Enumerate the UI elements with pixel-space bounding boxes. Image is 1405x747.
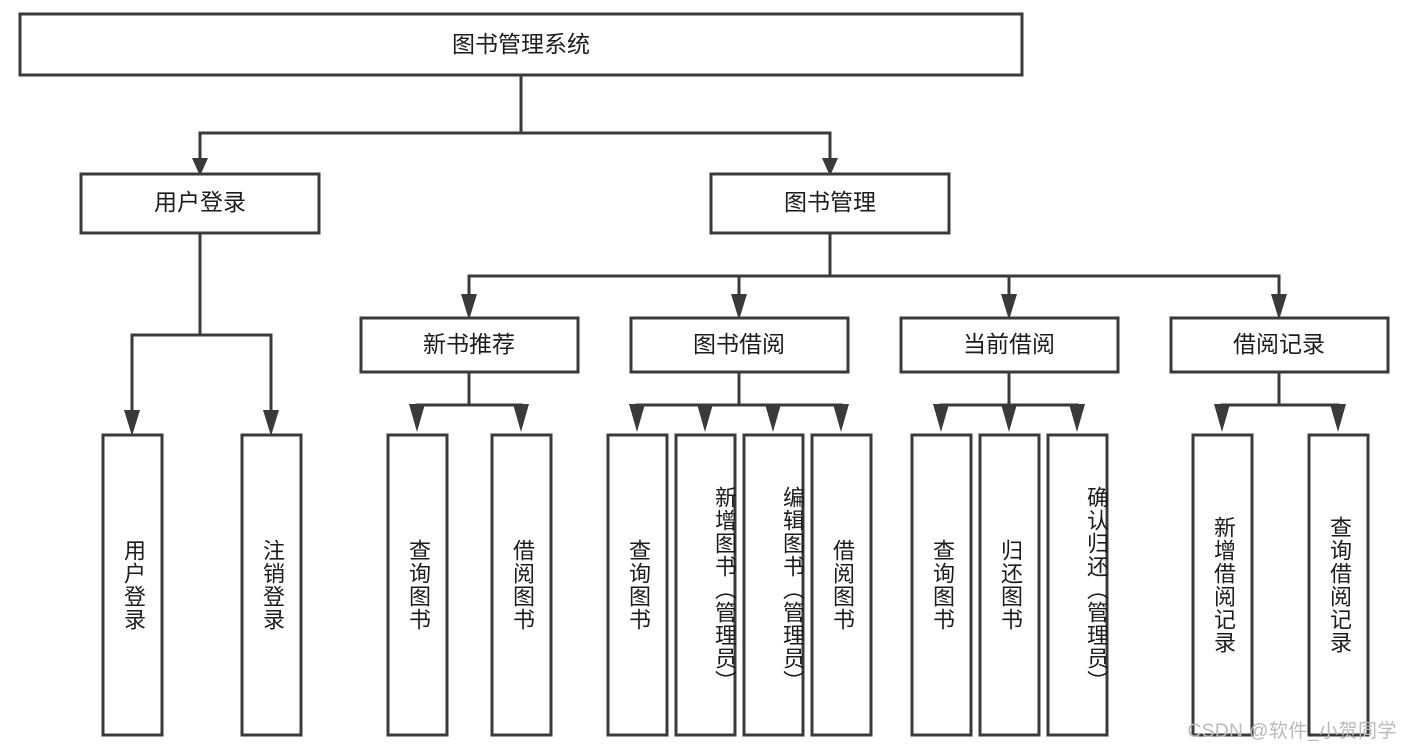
node-current-borrow-label: 当前借阅 bbox=[963, 331, 1055, 357]
leaf-label-book-borrow-4: 借阅图书 bbox=[829, 539, 855, 631]
arrow-to-current-borrow bbox=[1001, 294, 1017, 320]
leaf-label-book-borrow-2: 新增图书（管理员） bbox=[712, 485, 737, 693]
node-book-borrow[interactable]: 图书借阅 bbox=[629, 316, 850, 374]
leaf-label-user-login-1: 用户登录 bbox=[120, 539, 146, 631]
leaf-label-current-borrow-2: 归还图书 bbox=[997, 539, 1023, 631]
arrow-user-login-leaf-2 bbox=[263, 410, 279, 436]
arrow-book-borrow-leaf-1 bbox=[629, 404, 645, 432]
arrow-to-borrow-record bbox=[1271, 294, 1287, 320]
arrow-current-borrow-leaf-2 bbox=[1001, 404, 1017, 432]
leaf-box-current-borrow-3[interactable] bbox=[1046, 433, 1109, 737]
node-book-borrow-label: 图书借阅 bbox=[693, 331, 785, 357]
arrow-to-book-borrow bbox=[731, 294, 747, 320]
leaf-box-borrow-record-1[interactable] bbox=[1191, 433, 1254, 737]
node-user-login[interactable]: 用户登录 bbox=[79, 172, 321, 235]
arrow-current-borrow-leaf-1 bbox=[933, 404, 949, 432]
leaf-label-user-login-2: 注销登录 bbox=[259, 539, 285, 631]
leaf-box-book-borrow-1[interactable] bbox=[606, 433, 669, 737]
leaf-box-user-login-2[interactable] bbox=[240, 433, 303, 737]
leaf-label-borrow-record-1: 新增借阅记录 bbox=[1210, 516, 1236, 654]
node-new-book-recommend-label: 新书推荐 bbox=[423, 331, 515, 357]
leaf-label-book-borrow-1: 查询图书 bbox=[625, 539, 651, 631]
arrow-borrow-record-leaf-1 bbox=[1214, 404, 1230, 432]
leaf-box-book-borrow-3[interactable] bbox=[742, 433, 805, 737]
arrow-root-to-book-mgmt bbox=[822, 158, 838, 176]
arrow-book-borrow-leaf-3 bbox=[765, 404, 781, 432]
arrow-user-login-leaf-1 bbox=[124, 410, 140, 436]
leaf-box-new-book-1[interactable] bbox=[386, 433, 449, 737]
arrow-new-book-leaf-2 bbox=[513, 404, 529, 432]
node-borrow-record-box[interactable] bbox=[1169, 316, 1390, 374]
node-root[interactable]: 图书管理系统 bbox=[18, 12, 1024, 77]
arrow-book-borrow-leaf-4 bbox=[833, 404, 849, 432]
leaf-label-new-book-1: 查询图书 bbox=[405, 539, 431, 631]
csdn-watermark: CSDN @软件_小贺同学 bbox=[1187, 721, 1397, 742]
leaf-box-book-borrow-4[interactable] bbox=[810, 433, 873, 737]
leaf-label-book-borrow-3: 编辑图书（管理员） bbox=[780, 485, 805, 693]
connector-layer bbox=[124, 73, 1346, 436]
arrow-borrow-record-leaf-2 bbox=[1330, 404, 1346, 432]
node-new-book-recommend[interactable]: 新书推荐 bbox=[359, 316, 580, 374]
node-book-management[interactable]: 图书管理 bbox=[709, 172, 951, 235]
node-book-borrow-box[interactable] bbox=[629, 316, 850, 374]
node-user-login-box[interactable] bbox=[79, 172, 321, 235]
leaf-box-user-login-1[interactable] bbox=[101, 433, 164, 737]
node-borrow-record[interactable]: 借阅记录 bbox=[1169, 316, 1390, 374]
node-borrow-record-label: 借阅记录 bbox=[1233, 331, 1325, 357]
node-root-label: 图书管理系统 bbox=[452, 31, 590, 57]
leaf-box-new-book-2[interactable] bbox=[490, 433, 553, 737]
leaf-label-new-book-2: 借阅图书 bbox=[509, 539, 535, 631]
arrow-current-borrow-leaf-3 bbox=[1069, 404, 1085, 432]
leaf-box-current-borrow-1[interactable] bbox=[910, 433, 973, 737]
leaf-label-current-borrow-3: 确认归还（管理员） bbox=[1084, 485, 1109, 693]
leaf-label-current-borrow-1: 查询图书 bbox=[929, 539, 955, 631]
arrow-book-borrow-leaf-2 bbox=[697, 404, 713, 432]
node-new-book-recommend-box[interactable] bbox=[359, 316, 580, 374]
arrow-root-to-user-login bbox=[192, 158, 208, 176]
leaf-box-layer bbox=[101, 433, 1370, 737]
node-user-login-label: 用户登录 bbox=[154, 189, 246, 215]
node-current-borrow[interactable]: 当前借阅 bbox=[899, 316, 1120, 374]
leaf-box-current-borrow-2[interactable] bbox=[978, 433, 1041, 737]
arrow-new-book-leaf-1 bbox=[409, 404, 425, 432]
leaf-label-borrow-record-2: 查询借阅记录 bbox=[1326, 516, 1352, 654]
node-book-management-box[interactable] bbox=[709, 172, 951, 235]
leaf-box-borrow-record-2[interactable] bbox=[1307, 433, 1370, 737]
node-book-management-label: 图书管理 bbox=[784, 189, 876, 215]
node-current-borrow-box[interactable] bbox=[899, 316, 1120, 374]
leaf-box-book-borrow-2[interactable] bbox=[674, 433, 737, 737]
arrow-to-new-book-recommend bbox=[461, 294, 477, 320]
node-root-box[interactable] bbox=[18, 12, 1024, 77]
